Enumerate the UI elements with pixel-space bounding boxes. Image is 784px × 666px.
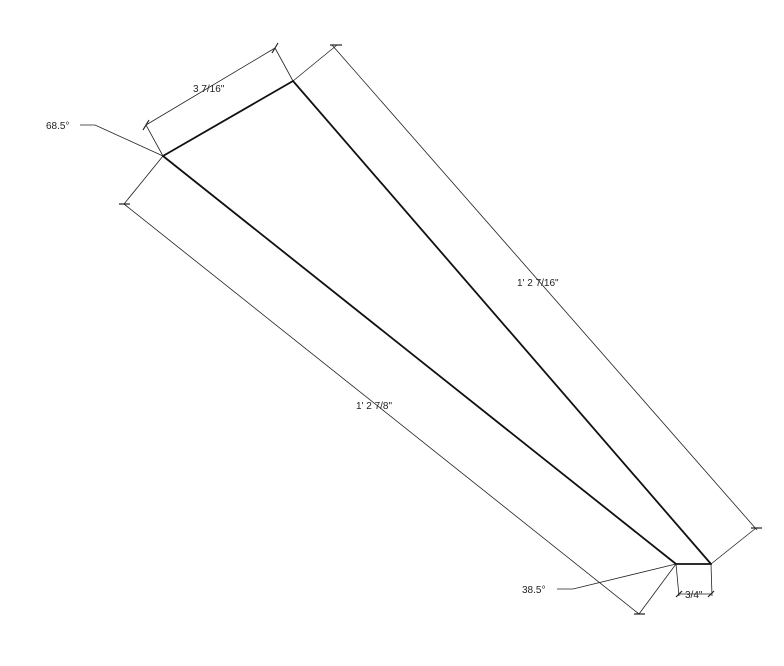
ext-line — [675, 563, 680, 597]
ext-line — [710, 527, 757, 565]
shape-outline — [162, 80, 712, 565]
ext-line — [145, 124, 164, 157]
ext-line — [710, 563, 713, 597]
dimension-label-left: 1' 2 7/8" — [356, 401, 392, 412]
dim-line — [123, 203, 640, 615]
ext-line — [274, 47, 294, 82]
angle-callout-top: 68.5° — [46, 121, 164, 157]
angle-label-bottom: 38.5° — [522, 585, 545, 596]
dimension-left: 1' 2 7/8" — [119, 155, 677, 615]
dimension-right: 1' 2 7/16" — [292, 44, 762, 565]
shape-top-edge — [162, 80, 294, 157]
dim-line — [145, 47, 276, 126]
angle-callout-bottom: 38.5° — [522, 563, 677, 596]
ext-line — [638, 563, 677, 615]
dimension-label-top: 3 7/16" — [193, 84, 225, 95]
dimension-top: 3 7/16" — [142, 42, 294, 157]
dim-line — [331, 44, 758, 531]
dimension-label-bottom: 3/4" — [685, 590, 703, 601]
shape-left-edge — [162, 155, 677, 565]
dim-tick — [707, 590, 715, 598]
dim-tick — [142, 119, 150, 131]
ext-line — [292, 44, 338, 82]
dim-tick — [271, 42, 279, 54]
dim-tick — [675, 590, 683, 598]
dimension-label-right: 1' 2 7/16" — [517, 278, 559, 289]
ext-line — [123, 155, 164, 205]
angle-label-top: 68.5° — [46, 121, 69, 132]
leader-line — [80, 124, 164, 157]
shape-right-edge — [292, 80, 712, 565]
leader-line — [557, 563, 677, 590]
dimension-bottom: 3/4" — [675, 563, 715, 601]
